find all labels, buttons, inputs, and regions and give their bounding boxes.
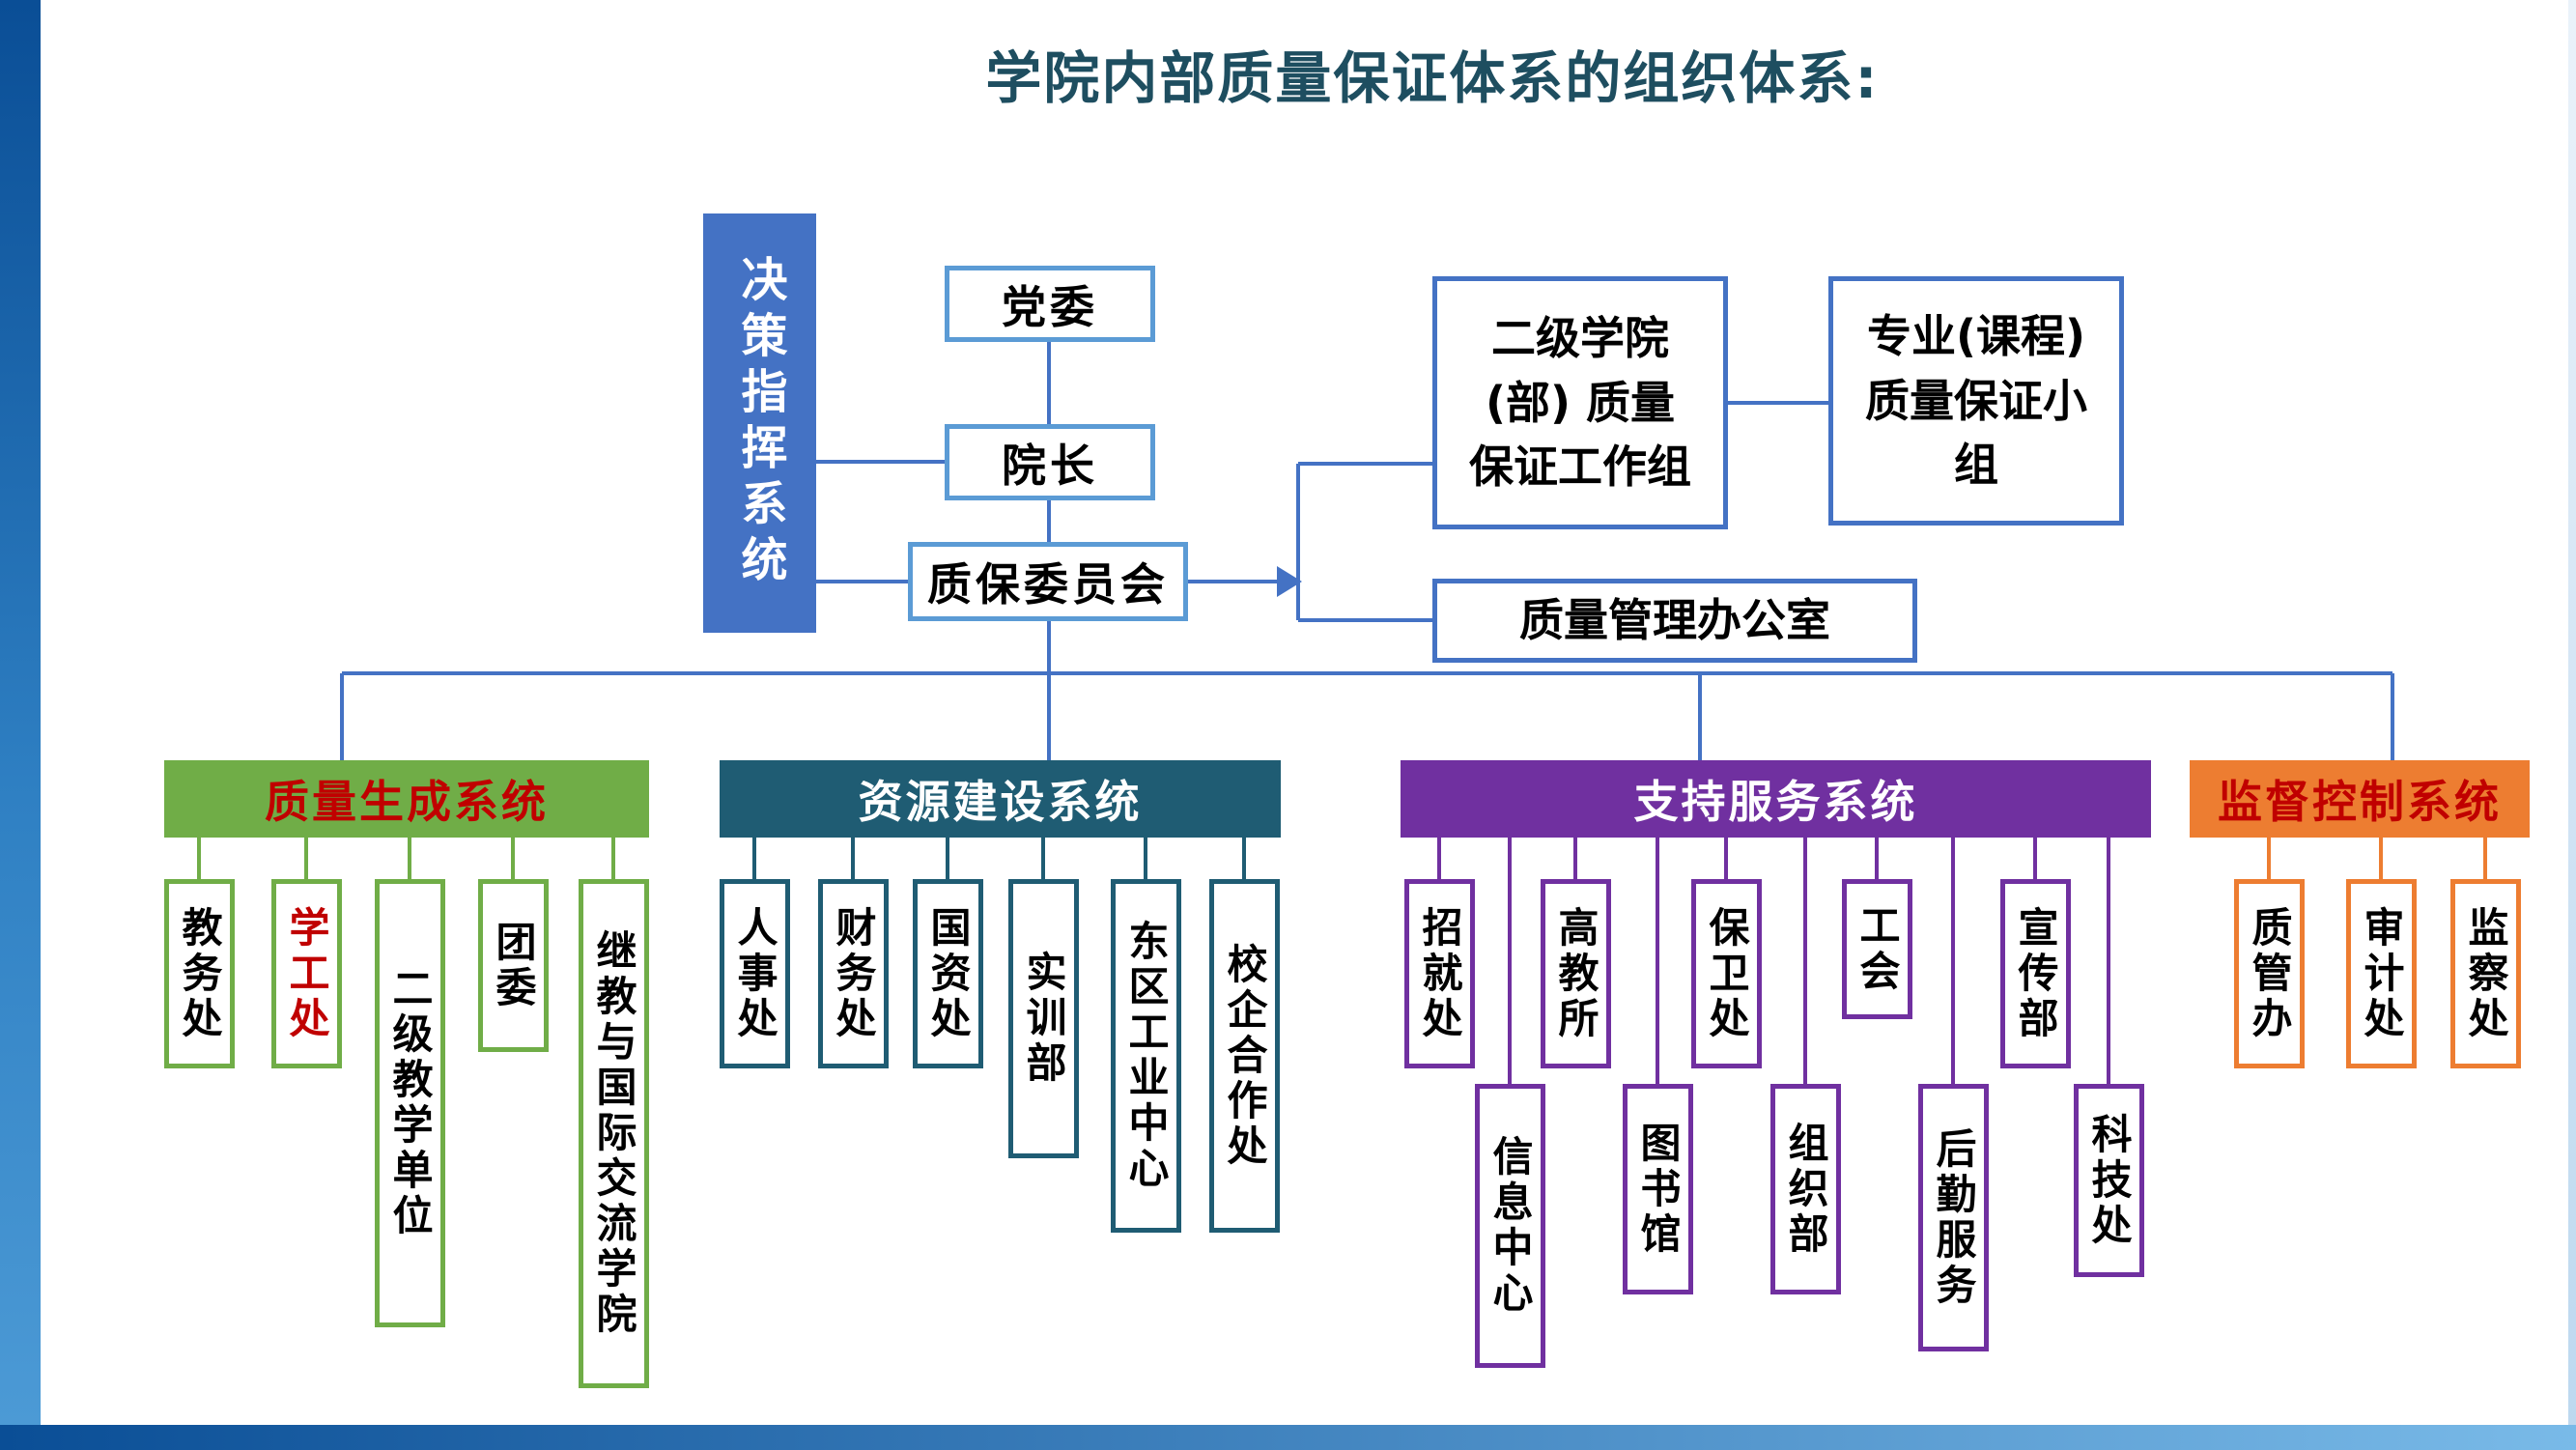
dept-box: 二级教学单位	[375, 879, 445, 1327]
dept-label: 人事处	[731, 905, 778, 1042]
dept-label: 国资处	[924, 905, 972, 1042]
president-label: 院长	[1002, 439, 1098, 492]
system-header-label: 支持服务系统	[1633, 776, 1918, 828]
dept-box: 组织部	[1770, 1084, 1841, 1294]
party-committee-label: 党委	[1002, 280, 1098, 333]
dept-box: 国资处	[913, 879, 983, 1068]
dept-box: 科技处	[2074, 1084, 2144, 1277]
system-header-support-service: 支持服务系统	[1401, 760, 2151, 838]
course-quality-group-label: 专业(课程) 质量保证小 组	[1865, 309, 2087, 492]
dept-label: 监察处	[2462, 905, 2509, 1042]
system-header-label: 资源建设系统	[858, 776, 1143, 828]
system-header-label: 质量生成系统	[265, 776, 549, 828]
page-title: 学院内部质量保证体系的组织体系:	[985, 45, 1880, 111]
dept-label: 质管办	[2246, 905, 2293, 1042]
dept-box: 招就处	[1404, 879, 1475, 1068]
dept-box: 高教所	[1541, 879, 1611, 1068]
dept-label: 团委	[490, 920, 537, 1011]
dept-box: 质管办	[2234, 879, 2305, 1068]
dept-box: 团委	[478, 879, 549, 1052]
secondary-college-group-label: 二级学院 (部) 质量 保证工作组	[1469, 311, 1691, 494]
dept-label: 教务处	[176, 905, 223, 1042]
dept-box: 人事处	[720, 879, 790, 1068]
dept-label: 科技处	[2085, 1112, 2133, 1249]
dept-label: 学工处	[283, 905, 330, 1042]
quality-management-office-label: 质量管理办公室	[1519, 594, 1830, 647]
dept-box: 保卫处	[1691, 879, 1762, 1068]
left-border-decoration	[0, 0, 41, 1450]
dept-box: 校企合作处	[1209, 879, 1280, 1233]
dept-label: 组织部	[1782, 1121, 1829, 1258]
dept-label: 继教与国际交流学院	[590, 929, 637, 1338]
dept-box: 信息中心	[1475, 1084, 1545, 1368]
system-header-supervision-control: 监督控制系统	[2190, 760, 2530, 838]
dept-label: 招就处	[1416, 905, 1463, 1042]
qa-committee-box: 质保委员会	[908, 542, 1188, 621]
dept-label: 东区工业中心	[1122, 920, 1170, 1192]
dept-box: 实训部	[1008, 879, 1079, 1158]
dept-box: 宣传部	[2000, 879, 2071, 1068]
dept-box: 教务处	[164, 879, 235, 1068]
dept-label: 二级教学单位	[386, 967, 434, 1239]
dept-box: 工会	[1842, 879, 1912, 1019]
dept-box: 东区工业中心	[1111, 879, 1181, 1233]
dept-label: 财务处	[830, 905, 877, 1042]
dept-label: 高教所	[1552, 905, 1599, 1042]
dept-box: 学工处	[271, 879, 342, 1068]
bottom-border-decoration	[0, 1425, 2576, 1450]
dept-box: 审计处	[2346, 879, 2417, 1068]
secondary-college-group-box: 二级学院 (部) 质量 保证工作组	[1432, 276, 1728, 529]
decision-command-bar: 决策指挥系统	[703, 213, 816, 633]
dept-label: 图书馆	[1634, 1121, 1682, 1258]
president-box: 院长	[945, 424, 1155, 500]
dept-box: 后勤服务	[1918, 1084, 1989, 1351]
dept-label: 保卫处	[1703, 905, 1750, 1042]
right-border-decoration	[2568, 0, 2576, 1450]
course-quality-group-box: 专业(课程) 质量保证小 组	[1828, 276, 2124, 526]
decision-command-label: 决策指挥系统	[732, 255, 787, 591]
dept-label: 审计处	[2358, 905, 2405, 1042]
system-header-resource-construction: 资源建设系统	[720, 760, 1281, 838]
dept-label: 后勤服务	[1930, 1126, 1977, 1309]
system-header-label: 监督控制系统	[2218, 776, 2502, 828]
qa-committee-label: 质保委员会	[927, 558, 1169, 611]
dept-label: 宣传部	[2012, 905, 2059, 1042]
dept-label: 实训部	[1020, 951, 1067, 1087]
system-header-quality-generation: 质量生成系统	[164, 760, 649, 838]
dept-box: 财务处	[818, 879, 889, 1068]
dept-box: 图书馆	[1623, 1084, 1693, 1294]
quality-management-office-box: 质量管理办公室	[1432, 579, 1917, 663]
dept-box: 继教与国际交流学院	[579, 879, 649, 1388]
dept-label: 信息中心	[1486, 1135, 1534, 1317]
dept-label: 校企合作处	[1221, 942, 1268, 1170]
dept-label: 工会	[1854, 903, 1901, 995]
dept-box: 监察处	[2450, 879, 2521, 1068]
party-committee-box: 党委	[945, 266, 1155, 342]
